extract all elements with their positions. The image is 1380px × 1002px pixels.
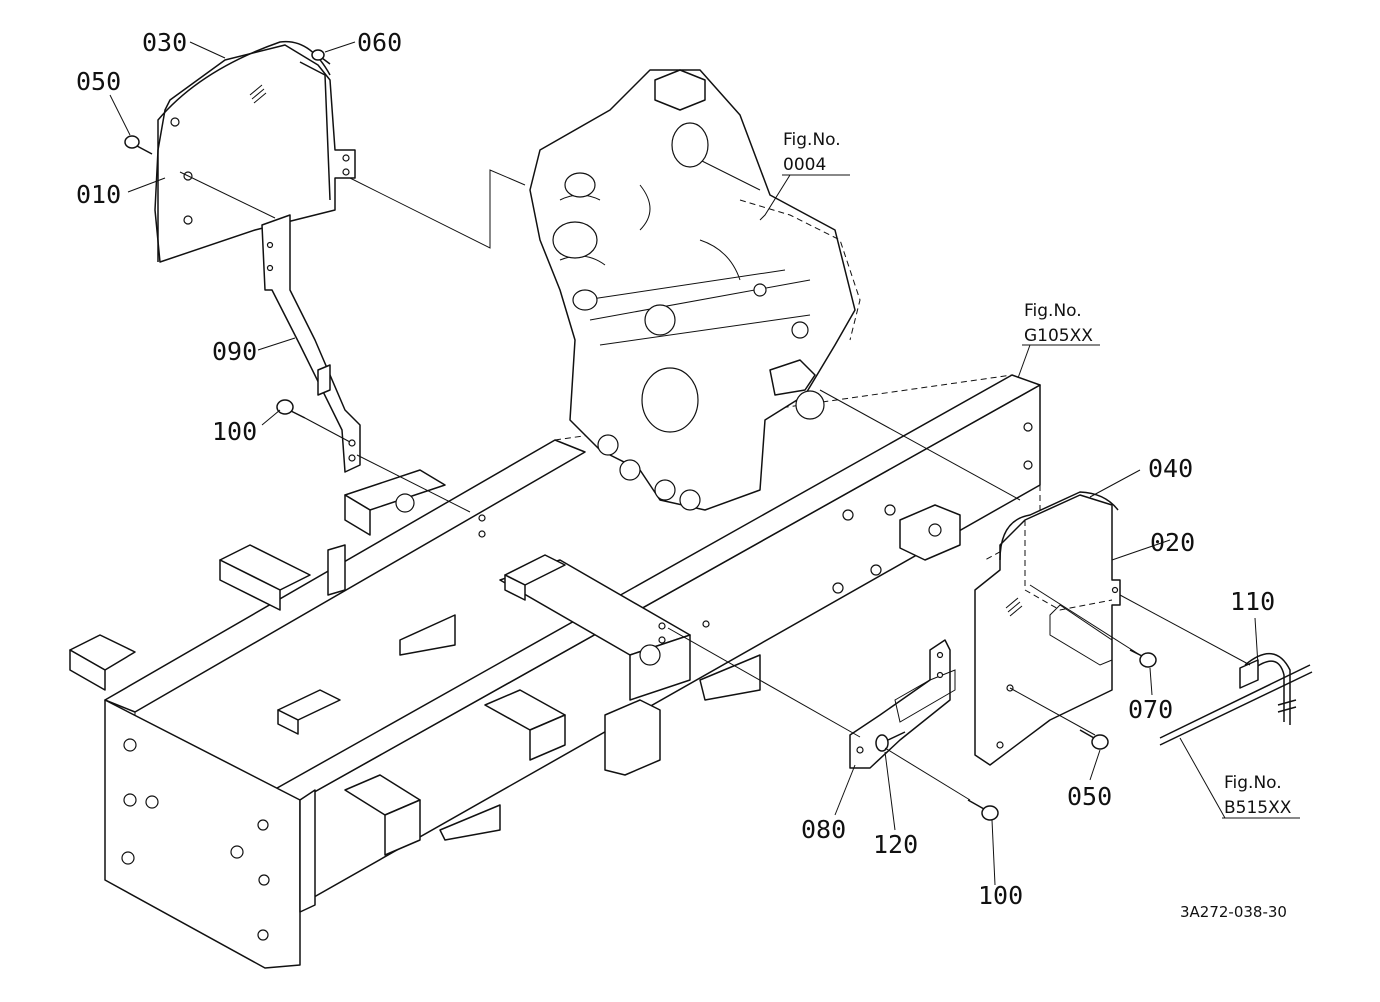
cover-010 xyxy=(154,40,356,263)
callout-090: 090 xyxy=(212,337,257,366)
callout-070: 070 xyxy=(1128,695,1173,724)
clamp-110 xyxy=(1239,653,1297,725)
hatch-mark xyxy=(249,84,267,104)
callout-050-upper: 050 xyxy=(76,67,121,96)
fig-ref-frame-number: G105XX xyxy=(1024,326,1093,346)
bolt-070 xyxy=(1129,649,1157,668)
frame-assembly xyxy=(69,374,1041,969)
callout-050-lower: 050 xyxy=(1067,782,1112,811)
callout-060: 060 xyxy=(357,28,402,57)
fig-ref-hose-number: B515XX xyxy=(1224,798,1292,818)
fig-ref-engine-number: 0004 xyxy=(783,155,826,175)
callout-100-upper: 100 xyxy=(212,417,257,446)
bolt-100-upper xyxy=(276,399,306,419)
hatch-mark-right xyxy=(1005,597,1023,617)
bolt-050-lower xyxy=(1079,729,1109,750)
bracket-080 xyxy=(849,639,956,769)
callout-080: 080 xyxy=(801,815,846,844)
fig-ref-frame-prefix: Fig.No. xyxy=(1024,301,1082,321)
callout-120: 120 xyxy=(873,830,918,859)
callout-040: 040 xyxy=(1148,454,1193,483)
hose-line xyxy=(1159,664,1313,746)
callout-110: 110 xyxy=(1230,587,1275,616)
assembly-lines xyxy=(179,169,1251,801)
callout-030: 030 xyxy=(142,28,187,57)
callout-010: 010 xyxy=(76,180,121,209)
pin-120 xyxy=(875,731,906,752)
bolt-060 xyxy=(311,49,331,65)
callout-100-lower: 100 xyxy=(978,881,1023,910)
cover-020 xyxy=(974,491,1121,766)
fig-ref-engine-prefix: Fig.No. xyxy=(783,130,841,150)
callout-leaders xyxy=(109,41,1300,886)
bolt-050-upper xyxy=(124,135,153,155)
engine-gear-case xyxy=(529,69,861,511)
fig-ref-hose-prefix: Fig.No. xyxy=(1224,773,1282,793)
callout-020: 020 xyxy=(1150,528,1195,557)
diagram-code: 3A272-038-30 xyxy=(1180,903,1287,921)
bolt-100-lower xyxy=(967,799,999,821)
bracket-090 xyxy=(261,214,361,473)
